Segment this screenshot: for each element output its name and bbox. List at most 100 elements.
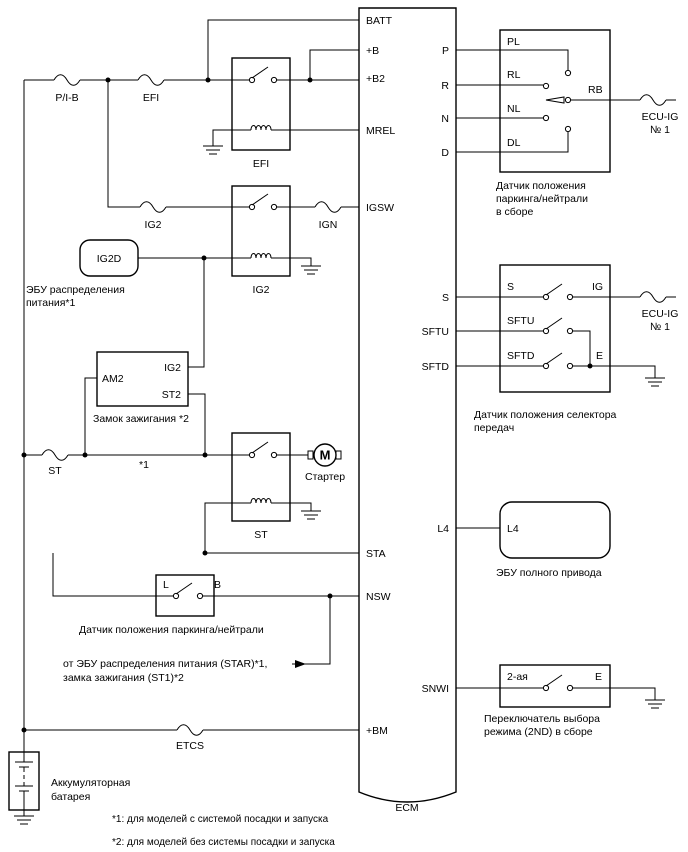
relay-st: ST (231, 432, 291, 541)
sps-caption-2: передач (474, 422, 514, 434)
from-note-1: от ЭБУ распределения питания (STAR)*1, (63, 658, 267, 670)
svg-text:№ 1: № 1 (650, 321, 670, 333)
svg-text:P/I-B: P/I-B (55, 92, 78, 104)
mode-caption-2: режима (2ND) в сборе (484, 726, 593, 738)
park-neutral-switch: L B Датчик положения паркинга/нейтрали (79, 574, 264, 636)
awd-pin-l4: L4 (507, 523, 519, 535)
svg-text:EFI: EFI (143, 92, 159, 104)
ground-icon (301, 510, 321, 520)
starter-motor: M Стартер (305, 443, 345, 483)
ground-icon (645, 377, 665, 387)
relay-st-label: ST (254, 529, 268, 541)
junction-dots-left (21, 77, 333, 733)
sps-pin-s: S (507, 281, 514, 293)
selector-position-sensor: S IG SFTU SFTD E Датчик положения селект… (474, 264, 617, 434)
nsw-caption: Датчик положения паркинга/нейтрали (79, 624, 264, 636)
fuse-ecu-ig-1: ECU-IG № 1 (639, 94, 679, 136)
pps-caption-3: в сборе (496, 206, 533, 218)
nsw-pin-b: B (214, 579, 221, 591)
starter-label: Стартер (305, 471, 345, 483)
park-position-sensor: PL RL NL DL RB Датчик положения паркинга… (496, 29, 611, 218)
ignition-pin-am2: AM2 (102, 373, 124, 385)
ecm-pin-sftd: SFTD (422, 361, 450, 373)
pps-caption-2: паркинга/нейтрали (496, 193, 588, 205)
ecm-pin-nsw: NSW (366, 591, 391, 603)
ignition-pin-st2: ST2 (162, 389, 181, 401)
sps-pin-ig: IG (592, 281, 603, 293)
ecm-pin-l4: L4 (437, 523, 449, 535)
relay-ig2-label: IG2 (253, 284, 270, 296)
pps-pin-rl: RL (507, 69, 521, 81)
from-note-2: замка зажигания (ST1)*2 (63, 672, 184, 684)
ground-icon (645, 699, 665, 709)
ig2d-caption-2: питания*1 (26, 297, 76, 309)
ignition-pin-ig2: IG2 (164, 362, 181, 374)
ecm-pin-p: P (442, 45, 449, 57)
ecm-pin-b2: +B2 (366, 73, 385, 85)
ecm-pin-s: S (442, 292, 449, 304)
relay-ig2: IG2 (231, 185, 291, 296)
fuse-ig2: IG2 (139, 201, 167, 231)
svg-text:ST: ST (48, 465, 62, 477)
mode-pin-e: E (595, 671, 602, 683)
fuse-ecu-ig-2: ECU-IG № 1 (639, 291, 679, 333)
svg-text:IGN: IGN (319, 219, 338, 231)
ecm-pin-r: R (441, 80, 449, 92)
svg-text:ETCS: ETCS (176, 740, 204, 752)
ecm-label: ECM (395, 802, 418, 814)
sps-pin-sftu: SFTU (507, 315, 534, 327)
svg-text:№ 1: № 1 (650, 124, 670, 136)
fuse-st: ST (41, 449, 69, 477)
battery-label-2: батарея (51, 791, 90, 803)
ground-icon (203, 145, 223, 155)
ignition-switch: AM2 IG2 ST2 Замок зажигания *2 (93, 351, 189, 425)
footnote-2: *2: для моделей без системы посадки и за… (112, 836, 335, 848)
battery-label-1: Аккумуляторная (51, 777, 130, 789)
ecm-pin-b: +B (366, 45, 379, 57)
ecm-unit: ECM BATT +B +B2 MREL IGSW STA NSW +BM P … (358, 7, 457, 814)
ecm-pin-sftu: SFTU (422, 326, 449, 338)
relay-efi: EFI (231, 57, 291, 170)
arrow-icon (292, 660, 306, 668)
motor-icon: M (320, 448, 331, 463)
nsw-pin-l: L (163, 579, 169, 591)
ignition-caption: Замок зажигания *2 (93, 413, 189, 425)
sps-pin-sftd: SFTD (507, 350, 535, 362)
svg-text:IG2: IG2 (145, 219, 162, 231)
ig2d-caption-1: ЭБУ распределения (26, 284, 125, 296)
mode-pin-2nd: 2-ая (507, 671, 528, 683)
sps-caption-1: Датчик положения селектора (474, 409, 617, 421)
mode-switch: 2-ая E Переключатель выбора режима (2ND)… (484, 664, 611, 738)
svg-text:ECU-IG: ECU-IG (642, 111, 679, 123)
ecm-pin-mrel: MREL (366, 125, 395, 137)
note-star1: *1 (139, 459, 149, 471)
sps-pin-e: E (596, 350, 603, 362)
fuse-etcs: ETCS (176, 724, 204, 752)
pps-pin-dl: DL (507, 137, 521, 149)
mode-caption-1: Переключатель выбора (484, 713, 600, 725)
pps-pin-pl: PL (507, 36, 520, 48)
svg-text:ECU-IG: ECU-IG (642, 308, 679, 320)
pps-pin-nl: NL (507, 103, 521, 115)
fuse-pib: P/I-B (53, 74, 81, 104)
ecm-pin-snwi: SNWI (422, 683, 449, 695)
ecm-pin-batt: BATT (366, 15, 393, 27)
fuse-ign: IGN (314, 201, 342, 231)
wires-left (23, 19, 359, 752)
relay-efi-label: EFI (253, 158, 269, 170)
ground-icon (301, 265, 321, 275)
pps-caption-1: Датчик положения (496, 180, 586, 192)
ecm-pin-sta: STA (366, 548, 386, 560)
battery: Аккумуляторная батарея (8, 751, 130, 825)
ecm-pin-n: N (441, 113, 449, 125)
ecm-pin-d: D (441, 147, 449, 159)
ig2d-ecu: IG2D ЭБУ распределения питания*1 (26, 239, 139, 309)
ecm-pin-igsw: IGSW (366, 202, 394, 214)
wires-right (456, 49, 676, 700)
ecm-pin-bm: +BM (366, 725, 388, 737)
pps-pin-rb: RB (588, 84, 603, 96)
ig2d-label: IG2D (97, 253, 122, 265)
fuse-efi: EFI (137, 74, 165, 104)
awd-caption: ЭБУ полного привода (496, 567, 602, 579)
